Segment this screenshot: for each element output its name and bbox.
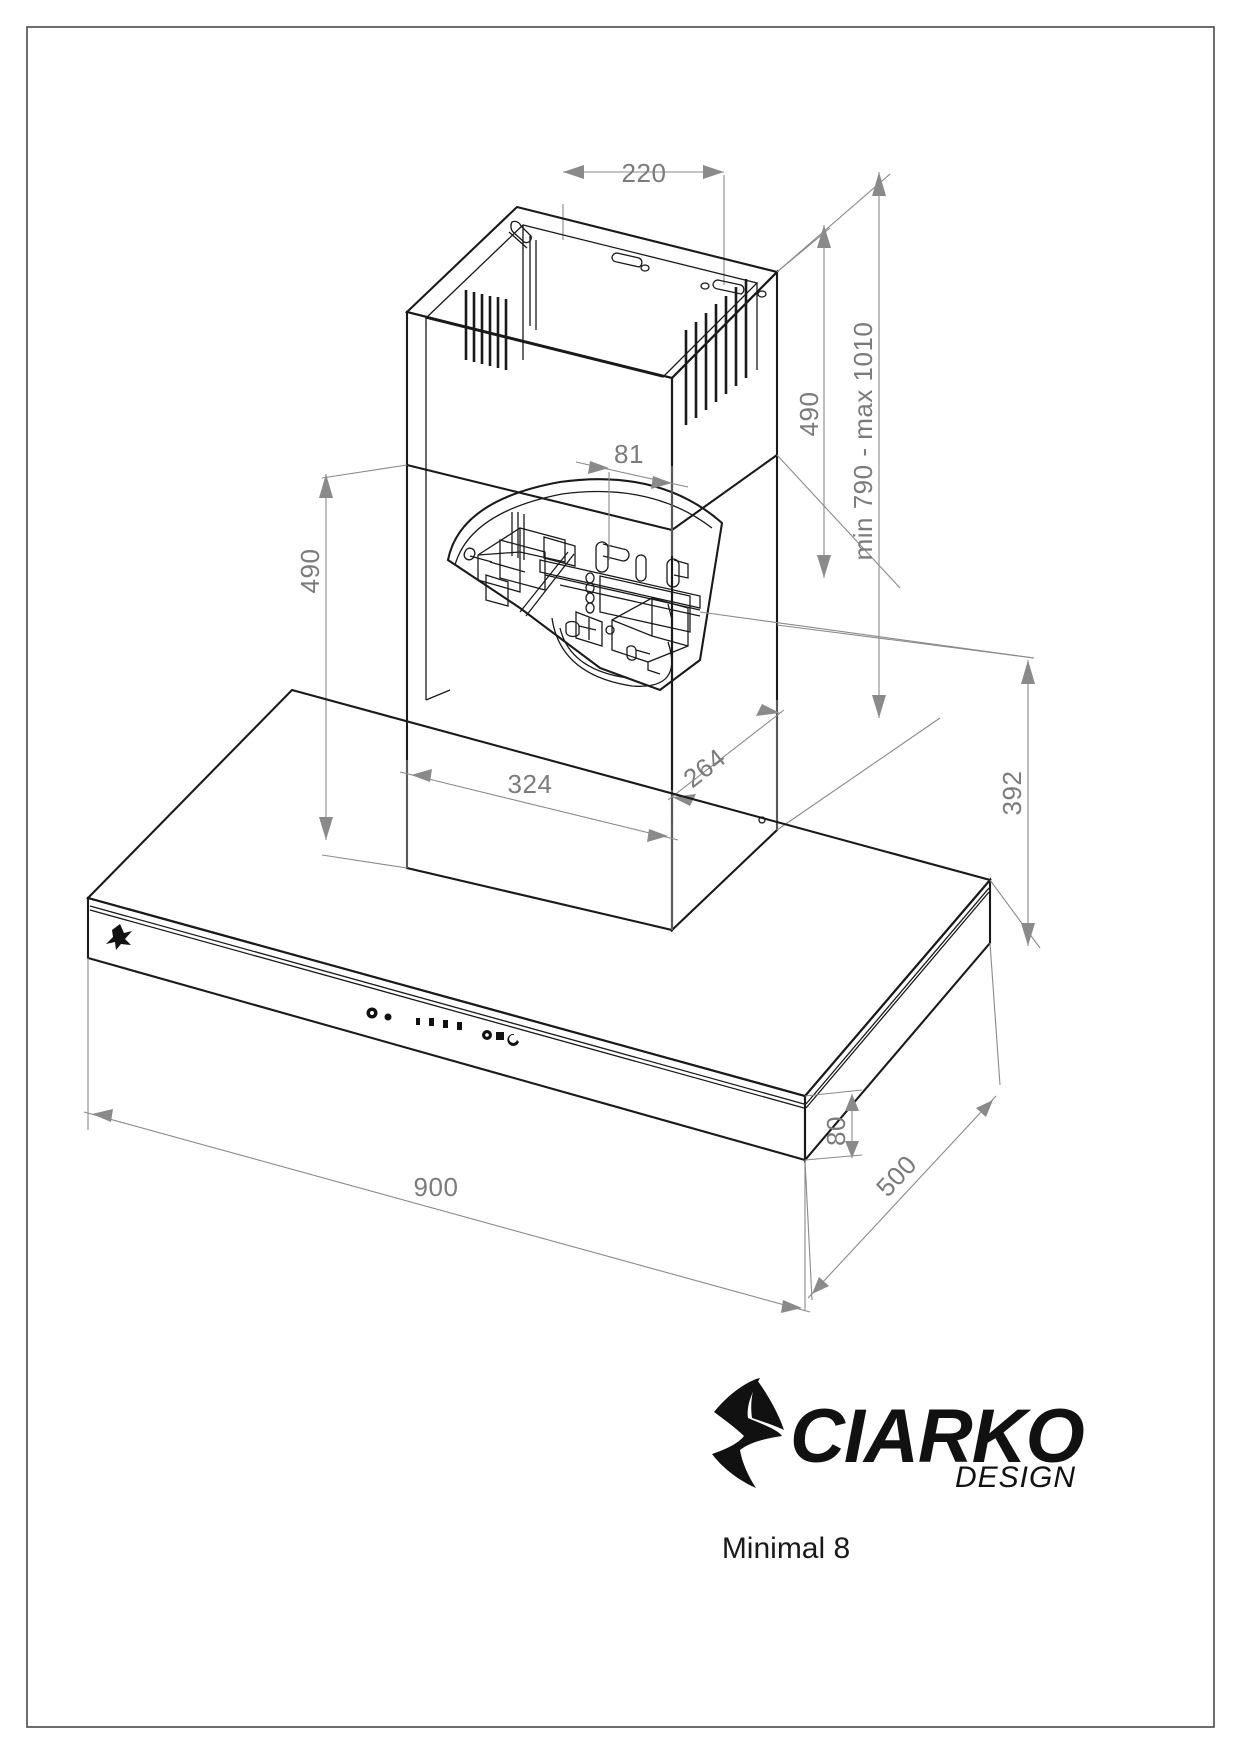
internal-components	[463, 512, 701, 687]
chimney-top-rim-outer	[404, 205, 780, 380]
dim-label-500: 500	[870, 1149, 923, 1202]
design-subtitle: DESIGN	[955, 1461, 1076, 1494]
speed-indicators	[416, 1018, 462, 1030]
dim-label-80: 80	[821, 1116, 851, 1146]
dimension-hood-width: 900	[83, 958, 811, 1313]
dimension-inner-offset: 81	[575, 439, 689, 560]
dim-label-900: 900	[414, 1172, 459, 1202]
cutaway-inner-edge	[454, 490, 713, 566]
sheet-border	[26, 26, 1215, 1728]
chimney-louvers-left	[464, 290, 508, 370]
dim-label-490-upper: 490	[794, 392, 824, 437]
title-block: CIARKO DESIGN Minimal 8	[712, 1378, 1085, 1565]
dimension-canopy-to-chimney: 392	[776, 624, 1041, 949]
chimney-outer-left-face	[405, 310, 674, 932]
chimney-inner-floor-hint	[425, 689, 451, 701]
cutaway-boundary	[446, 478, 724, 692]
chimney-louvers-right	[684, 279, 748, 425]
dimension-chimney-depth-side: 264	[667, 700, 785, 930]
dim-label-220: 220	[622, 158, 667, 188]
dim-label-81: 81	[614, 439, 644, 469]
chimney-assembly	[404, 205, 780, 933]
dimension-chimney-lower-height: 490	[295, 464, 408, 869]
ciarko-logo-mark	[712, 1378, 784, 1488]
dimension-chimney-top-width: 220	[562, 158, 725, 285]
hood-canopy	[86, 688, 992, 1163]
ciarko-wordmark: CIARKO	[790, 1394, 1084, 1479]
dim-label-total-height: min 790 - max 1010	[848, 322, 878, 561]
dimension-total-height: min 790 - max 1010	[776, 172, 941, 831]
reference-line-chimney-bottom	[699, 611, 1035, 659]
canopy-front-left-face	[86, 896, 807, 1162]
connector-chain	[585, 572, 595, 640]
dim-label-392: 392	[997, 771, 1027, 816]
chimney-mount-slots	[508, 220, 767, 330]
hood-brand-badge	[106, 924, 132, 950]
product-title: Minimal 8	[722, 1532, 850, 1565]
dimension-chimney-depth-front: 324	[399, 760, 679, 930]
dimension-hood-body-height: 80	[804, 1089, 863, 1161]
control-panel[interactable]	[366, 1007, 520, 1046]
chimney-outer-right-face	[670, 269, 779, 933]
dimension-chimney-upper-height: 490	[776, 225, 901, 589]
dim-label-324: 324	[508, 769, 553, 799]
dim-label-490-lower: 490	[295, 549, 325, 594]
